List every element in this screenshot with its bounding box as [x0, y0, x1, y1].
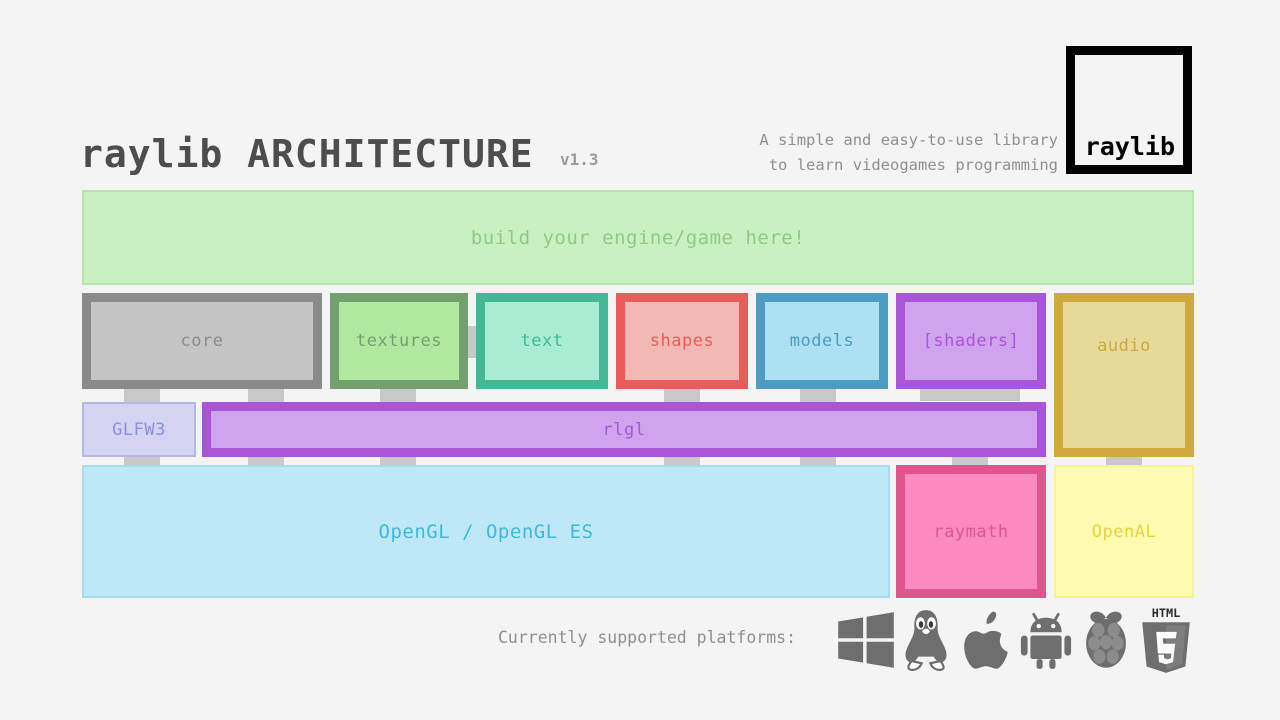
- connector-shaders-down: [920, 389, 1020, 401]
- svg-text:HTML: HTML: [1152, 606, 1181, 620]
- connector-textures-text: [466, 326, 478, 358]
- header: raylib ARCHITECTURE v1.3 A simple and ea…: [0, 0, 1280, 185]
- module-core-label: core: [180, 331, 224, 351]
- module-models[interactable]: models: [756, 293, 888, 389]
- module-text[interactable]: text: [476, 293, 608, 389]
- module-shapes-label: shapes: [649, 331, 715, 351]
- connector-shapes-down: [664, 389, 700, 404]
- lowlevel-openal[interactable]: OpenAL: [1054, 465, 1194, 598]
- backend-rlgl[interactable]: rlgl: [202, 402, 1046, 457]
- module-models-label: models: [789, 331, 855, 351]
- module-textures-label: textures: [356, 331, 442, 351]
- tagline-line-1: A simple and easy-to-use library: [759, 131, 1058, 149]
- connector-models-down: [800, 389, 836, 404]
- platforms-list: HTML: [836, 604, 1196, 676]
- lowlevel-openal-label: OpenAL: [1091, 521, 1157, 542]
- backend-rlgl-label: rlgl: [602, 419, 646, 440]
- logo-label: raylib: [1084, 132, 1175, 161]
- raspberry-pi-icon: [1076, 604, 1136, 676]
- lowlevel-opengl-label: OpenGL / OpenGL ES: [378, 520, 594, 543]
- linux-tux-icon: [896, 604, 956, 676]
- windows-icon: [836, 604, 896, 676]
- tagline: A simple and easy-to-use library to lear…: [718, 128, 1058, 178]
- raylib-logo: raylib: [1066, 46, 1192, 174]
- lowlevel-raymath[interactable]: raymath: [896, 465, 1046, 598]
- module-audio-label: audio: [1097, 336, 1151, 356]
- module-shaders-label: [shaders]: [922, 331, 1020, 351]
- apple-icon: [956, 604, 1016, 676]
- user-layer-box: build your engine/game here!: [82, 190, 1194, 285]
- platforms-label: Currently supported platforms:: [498, 628, 797, 647]
- module-shaders[interactable]: [shaders]: [896, 293, 1046, 389]
- lowlevel-opengl[interactable]: OpenGL / OpenGL ES: [82, 465, 890, 598]
- module-text-label: text: [520, 331, 564, 351]
- backend-glfw3[interactable]: GLFW3: [82, 402, 196, 457]
- connector-textures-down: [380, 389, 416, 404]
- lowlevel-raymath-label: raymath: [933, 521, 1009, 542]
- module-core[interactable]: core: [82, 293, 322, 389]
- page-title: raylib ARCHITECTURE: [80, 132, 534, 176]
- connector-core-left: [124, 389, 160, 404]
- version-label: v1.3: [560, 150, 599, 169]
- backend-glfw3-label: GLFW3: [112, 419, 166, 440]
- user-layer-label: build your engine/game here!: [470, 226, 806, 249]
- module-textures[interactable]: textures: [330, 293, 468, 389]
- connector-core-right: [248, 389, 284, 404]
- module-audio[interactable]: audio: [1054, 293, 1194, 457]
- android-icon: [1016, 604, 1076, 676]
- module-shapes[interactable]: shapes: [616, 293, 748, 389]
- tagline-line-2: to learn videogames programming: [768, 156, 1058, 174]
- html5-icon: HTML: [1136, 604, 1196, 676]
